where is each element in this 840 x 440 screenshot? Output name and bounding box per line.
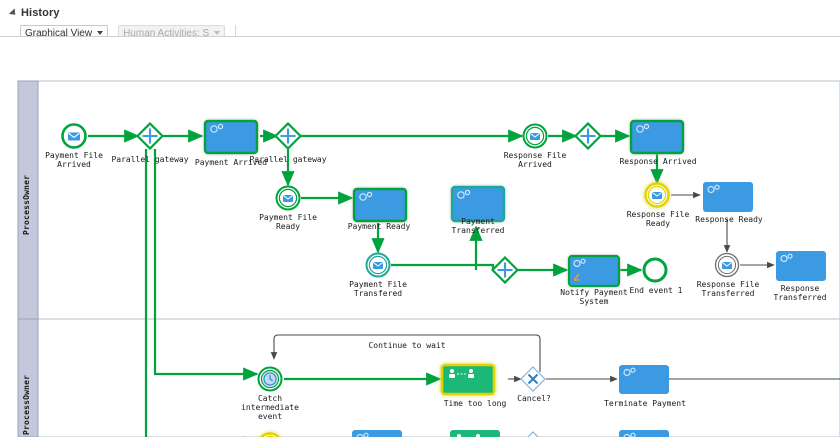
toolbar-divider — [235, 25, 237, 41]
caret-down-icon — [214, 31, 221, 35]
triangle-collapse-icon[interactable] — [8, 8, 19, 18]
activity-filter-value: Human Activities; Service A — [123, 27, 210, 39]
bpmn-svg — [17, 80, 840, 437]
caret-down-icon — [97, 31, 104, 35]
pending-flows — [270, 191, 840, 383]
swimlane-label-1: ProcessOwner — [22, 174, 31, 236]
bpmn-diagram-canvas[interactable]: Payment File Arrived Parallel gateway Pa… — [0, 36, 840, 437]
history-title-row: History — [8, 6, 840, 20]
swimlane-label-2: ProcessOwner — [22, 374, 31, 436]
view-mode-value: Graphical View — [25, 27, 93, 39]
page-title: History — [21, 7, 60, 19]
history-header: History Graphical View Human Activities;… — [0, 0, 840, 42]
